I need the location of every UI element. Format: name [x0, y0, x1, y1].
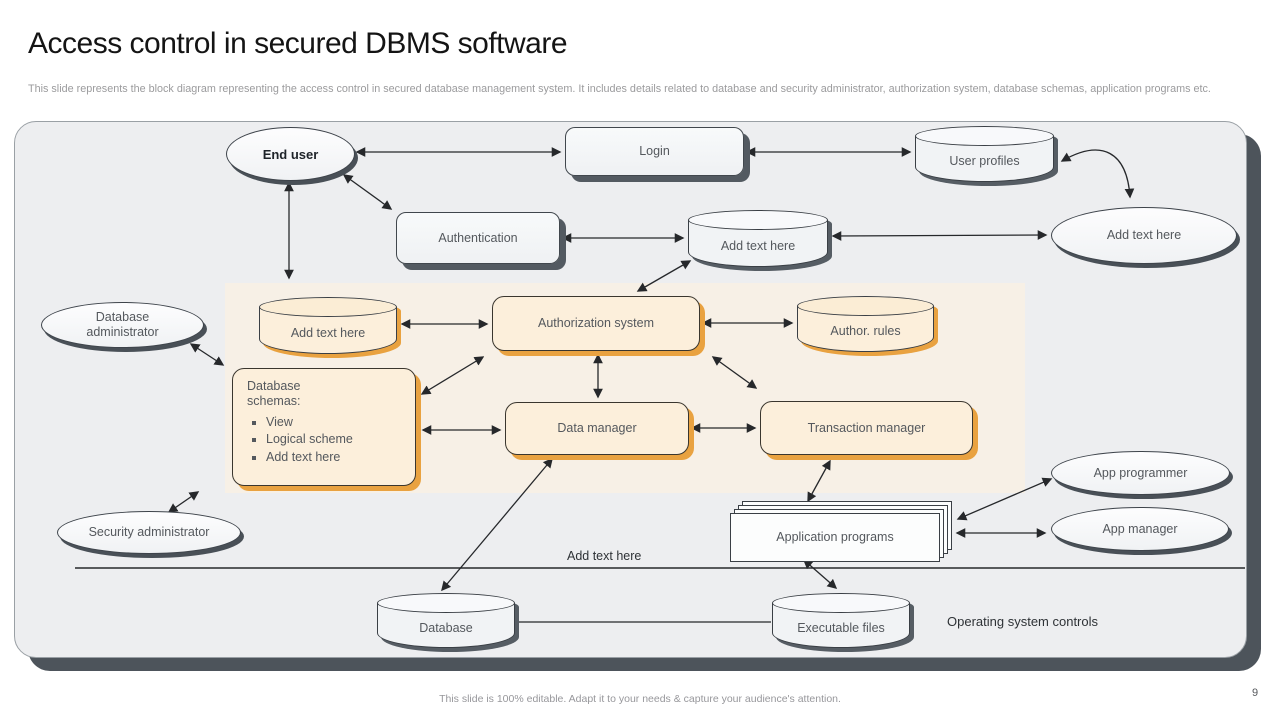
- add-text-right-label: Add text here: [1106, 228, 1182, 242]
- transaction-manager-label: Transaction manager: [807, 420, 926, 435]
- security-administrator-ellipse: Security administrator: [57, 511, 241, 554]
- executable-files-cylinder: Executable files: [772, 593, 910, 648]
- cylinder-top: [797, 296, 934, 316]
- cylinder-top: [377, 593, 515, 613]
- login-label: Login: [639, 144, 670, 158]
- end-user-label: End user: [262, 146, 319, 162]
- database-schemas-title: Database schemas:: [247, 379, 301, 408]
- app-programmer-label: App programmer: [1093, 465, 1188, 480]
- application-programs-label: Application programs: [776, 530, 894, 544]
- add-text-center-cylinder: Add text here: [688, 210, 828, 267]
- user-profiles-cylinder: User profiles: [915, 126, 1054, 182]
- cylinder-top: [915, 126, 1054, 146]
- app-manager-label: App manager: [1102, 521, 1178, 536]
- database-administrator-label: Database administrator: [86, 310, 159, 339]
- cylinder-top: [772, 593, 910, 613]
- end-user-ellipse: End user: [226, 127, 355, 181]
- cylinder-top: [259, 297, 397, 317]
- authorization-system-box: Authorization system: [492, 296, 700, 351]
- add-text-center-label: Add text here: [720, 238, 796, 253]
- database-administrator-ellipse: Database administrator: [41, 302, 204, 348]
- cylinder-top: [688, 210, 828, 230]
- schema-item: Logical scheme: [266, 432, 353, 447]
- authentication-box: Authentication: [396, 212, 560, 264]
- author-rules-cylinder: Author. rules: [797, 296, 934, 352]
- database-schemas-list: View Logical scheme Add text here: [247, 412, 353, 467]
- app-manager-ellipse: App manager: [1051, 507, 1229, 551]
- login-box: Login: [565, 127, 744, 176]
- transaction-manager-box: Transaction manager: [760, 401, 973, 455]
- schema-item: View: [266, 415, 353, 430]
- page-title: Access control in secured DBMS software: [28, 27, 568, 60]
- application-programs-box: Application programs: [730, 513, 940, 562]
- add-text-orange-cylinder: Add text here: [259, 297, 397, 354]
- authentication-label: Authentication: [438, 230, 518, 245]
- database-schemas-box: Database schemas: View Logical scheme Ad…: [232, 368, 416, 486]
- add-text-right-ellipse: Add text here: [1051, 207, 1237, 264]
- author-rules-label: Author. rules: [830, 324, 901, 338]
- add-text-orange-label: Add text here: [290, 325, 366, 340]
- data-manager-box: Data manager: [505, 402, 689, 455]
- app-programmer-ellipse: App programmer: [1051, 451, 1230, 495]
- database-label: Database: [419, 620, 473, 635]
- slide-footer-note: This slide is 100% editable. Adapt it to…: [439, 693, 841, 705]
- security-administrator-label: Security administrator: [88, 525, 210, 539]
- operating-system-controls-label: Operating system controls: [947, 614, 1099, 629]
- schema-item: Add text here: [266, 450, 353, 465]
- authorization-system-label: Authorization system: [537, 316, 655, 330]
- slide-subtitle: This slide represents the block diagram …: [28, 83, 1211, 95]
- database-cylinder: Database: [377, 593, 515, 648]
- user-profiles-label: User profiles: [949, 154, 1020, 168]
- add-text-line-label: Add text here: [567, 549, 642, 563]
- page-number: 9: [1252, 687, 1259, 699]
- executable-files-label: Executable files: [797, 620, 885, 635]
- data-manager-label: Data manager: [557, 421, 637, 435]
